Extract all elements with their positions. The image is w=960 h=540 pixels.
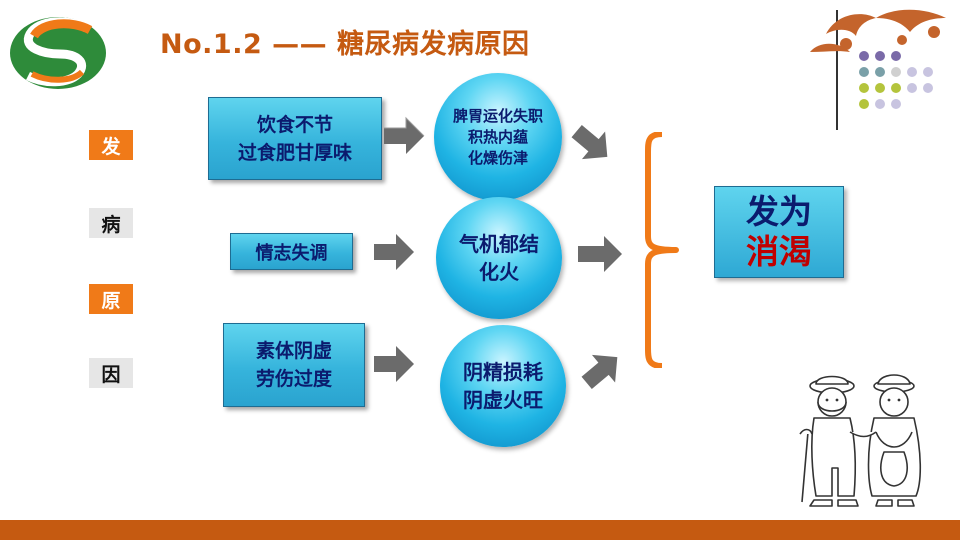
side-label-1: 发 xyxy=(89,130,133,160)
cause-emotion-line1: 情志失调 xyxy=(255,242,328,264)
cause-box-diet: 饮食不节 过食肥甘厚味 xyxy=(208,97,382,180)
arrow-right-icon xyxy=(384,116,425,154)
divider-line xyxy=(836,10,838,130)
cause-box-emotion: 情志失调 xyxy=(230,233,353,270)
logo-s-icon xyxy=(10,17,106,89)
page-title: No.1.2 —— 糖尿病发病原因 xyxy=(160,29,530,60)
bottom-bar xyxy=(0,520,960,540)
arrow-right-icon xyxy=(374,346,414,382)
mechanism-sphere-qi: 气机郁结 化火 xyxy=(436,197,562,319)
arrow-down-right-icon xyxy=(571,125,608,160)
cause-diet-line1: 饮食不节 xyxy=(256,113,333,136)
ornament-dots-icon xyxy=(810,9,946,109)
side-label-2: 病 xyxy=(89,208,133,238)
arrow-up-right-icon xyxy=(581,354,618,389)
mechanism-spleen-line1: 脾胃运化失职 xyxy=(452,106,543,125)
result-box: 发为 消渴 xyxy=(714,186,844,278)
result-line2: 消渴 xyxy=(746,232,812,271)
side-label-4: 因 xyxy=(89,358,133,388)
cause-diet-line2: 过食肥甘厚味 xyxy=(237,141,352,164)
arrow-right-icon xyxy=(374,234,414,270)
arrow-right-icon xyxy=(578,236,622,272)
mechanism-sphere-yin: 阴精损耗 阴虚火旺 xyxy=(440,325,566,447)
cause-constitution-line2: 劳伤过度 xyxy=(255,368,332,390)
side-label-3: 原 xyxy=(89,284,133,314)
mechanism-qi-line2: 化火 xyxy=(479,260,519,284)
mechanism-yin-line1: 阴精损耗 xyxy=(463,360,543,384)
mechanism-qi-line1: 气机郁结 xyxy=(459,232,539,256)
curly-brace-icon xyxy=(645,132,679,368)
cause-box-constitution: 素体阴虚 劳伤过度 xyxy=(223,323,365,407)
mechanism-spleen-line2: 积热内蕴 xyxy=(467,127,528,146)
cause-constitution-line1: 素体阴虚 xyxy=(255,340,332,362)
mechanism-spleen-line3: 化燥伤津 xyxy=(467,148,528,167)
mechanism-sphere-spleen: 脾胃运化失职 积热内蕴 化燥伤津 xyxy=(434,73,562,201)
elderly-couple-illustration xyxy=(799,374,922,507)
mechanism-yin-line2: 阴虚火旺 xyxy=(463,388,543,412)
result-line1: 发为 xyxy=(746,192,812,231)
